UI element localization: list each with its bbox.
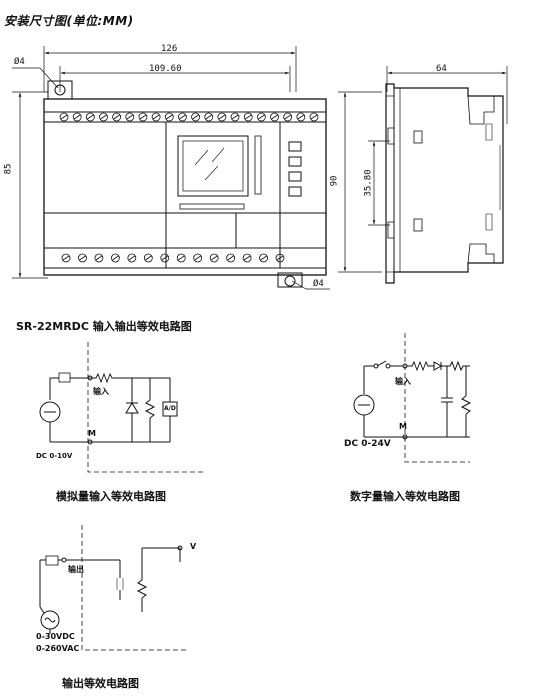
bottom-terminal-screw-slot bbox=[95, 255, 103, 261]
inner-width-label: 109.60 bbox=[149, 64, 182, 74]
top-terminal-screw bbox=[59, 112, 69, 122]
side-view bbox=[338, 66, 508, 284]
bottom-terminal-screw bbox=[110, 253, 120, 263]
top-terminal-screw-slot bbox=[139, 114, 147, 120]
rail-width-label: 35.80 bbox=[363, 169, 374, 197]
analog-caption: 模拟量输入等效电路图 bbox=[56, 490, 166, 503]
top-terminal-screw bbox=[99, 112, 108, 122]
output-supply2-label: 0-260VAC bbox=[36, 644, 80, 653]
output-caption: 输出等效电路图 bbox=[62, 677, 139, 690]
bottom-terminal-screw bbox=[193, 253, 203, 263]
top-terminal-screw bbox=[217, 112, 227, 122]
bottom-terminal-screw-slot bbox=[79, 255, 86, 261]
top-terminal-screw-slot bbox=[73, 114, 81, 120]
top-terminal-screw bbox=[283, 112, 293, 122]
bottom-terminal-screw bbox=[78, 253, 87, 263]
bottom-terminal-screw-slot bbox=[145, 255, 152, 261]
bottom-terminal-screw-slot bbox=[210, 255, 218, 261]
top-terminal-screw-slot bbox=[152, 114, 160, 120]
top-terminal-screw-slot bbox=[100, 114, 107, 120]
height-label: 85 bbox=[3, 163, 14, 175]
bottom-terminal-screw-slot bbox=[112, 255, 119, 261]
hole-dia-bottom-label: Ø4 bbox=[313, 279, 324, 289]
digital-caption: 数字量输入等效电路图 bbox=[350, 490, 460, 503]
bottom-terminal-screw bbox=[94, 253, 104, 263]
top-terminal-screw-slot bbox=[87, 114, 94, 120]
top-terminal-screw-slot bbox=[192, 114, 199, 120]
top-terminal-screw-slot bbox=[218, 114, 226, 120]
bottom-terminal-screw-slot bbox=[194, 255, 201, 261]
top-terminal-screw-slot bbox=[179, 114, 186, 120]
bottom-terminal-screw bbox=[209, 253, 219, 263]
top-terminal-screw bbox=[309, 112, 319, 122]
top-terminal-screw bbox=[125, 112, 135, 122]
bottom-terminal-screw-slot bbox=[243, 255, 251, 261]
top-terminal-screw bbox=[85, 112, 95, 122]
bottom-terminal-screw bbox=[242, 253, 252, 263]
bottom-terminal-screw-slot bbox=[260, 255, 267, 261]
bottom-terminal-screw-slot bbox=[128, 255, 136, 261]
top-terminal-screw-slot bbox=[60, 114, 68, 120]
top-terminal-screw bbox=[138, 112, 148, 122]
bottom-terminal-screw-slot bbox=[178, 255, 185, 261]
side-height-label: 90 bbox=[329, 175, 340, 187]
output-v-label: V bbox=[190, 542, 197, 551]
top-terminal-screw bbox=[164, 112, 174, 122]
top-terminal-screw bbox=[178, 112, 187, 122]
top-terminal-screw-slot bbox=[258, 114, 265, 120]
top-terminal-screw bbox=[204, 112, 214, 122]
digital-input-label: 输入 bbox=[395, 377, 411, 386]
bottom-terminal-screw bbox=[61, 253, 71, 263]
top-terminal-screw bbox=[296, 112, 306, 122]
top-terminal-screw-slot bbox=[271, 114, 278, 120]
analog-m-label: M bbox=[88, 429, 96, 438]
page-title: 安装尺寸图(单位:MM) bbox=[4, 14, 134, 28]
bottom-terminal-screw bbox=[143, 253, 153, 263]
top-terminal-screw-slot bbox=[244, 114, 252, 120]
top-terminal-screw bbox=[270, 112, 279, 122]
bottom-terminal-screw bbox=[226, 253, 236, 263]
section-title: SR-22MRDC 输入输出等效电路图 bbox=[16, 320, 192, 333]
analog-ad-label: A/D bbox=[164, 405, 176, 412]
top-terminal-screw bbox=[256, 112, 266, 122]
hole-dia-top-label: Ø4 bbox=[14, 57, 25, 67]
front-view bbox=[12, 46, 330, 290]
output-circuit bbox=[39, 525, 186, 651]
top-terminal-screw bbox=[72, 112, 82, 122]
top-terminal-screw-slot bbox=[126, 114, 134, 120]
top-terminal-screw bbox=[191, 112, 200, 122]
top-terminal-screw-slot bbox=[113, 114, 120, 120]
output-supply1-label: 0-30VDC bbox=[36, 632, 75, 641]
bottom-terminal-screw bbox=[259, 253, 268, 263]
depth-label: 64 bbox=[436, 64, 447, 74]
top-terminal-screw-slot bbox=[231, 114, 239, 120]
analog-input-label: 输入 bbox=[93, 387, 109, 396]
top-terminal-screw-slot bbox=[310, 114, 318, 120]
bottom-terminal-screw-slot bbox=[161, 255, 168, 261]
bottom-terminal-screw-slot bbox=[62, 255, 70, 261]
top-terminal-screw bbox=[230, 112, 240, 122]
analog-supply-label: DC 0-10V bbox=[36, 452, 73, 460]
top-terminal-screw-slot bbox=[297, 114, 305, 120]
top-terminal-screw bbox=[112, 112, 122, 122]
bottom-terminal-screw bbox=[160, 253, 170, 263]
bottom-terminal-screw bbox=[176, 253, 186, 263]
digital-input-circuit bbox=[353, 333, 472, 463]
digital-supply-label: DC 0-24V bbox=[344, 439, 391, 449]
top-terminal-screw bbox=[151, 112, 161, 122]
top-terminal-screw-slot bbox=[205, 114, 212, 120]
digital-m-label: M bbox=[399, 422, 407, 431]
top-terminal-screw-slot bbox=[166, 114, 173, 120]
bottom-terminal-screw-slot bbox=[227, 255, 234, 261]
overall-width-label: 126 bbox=[161, 44, 178, 54]
top-terminal-screw bbox=[243, 112, 253, 122]
top-terminal-screw-slot bbox=[284, 114, 291, 120]
analog-input-circuit bbox=[39, 342, 205, 473]
bottom-terminal-screw bbox=[127, 253, 137, 263]
output-out-label: 输出 bbox=[68, 565, 84, 574]
